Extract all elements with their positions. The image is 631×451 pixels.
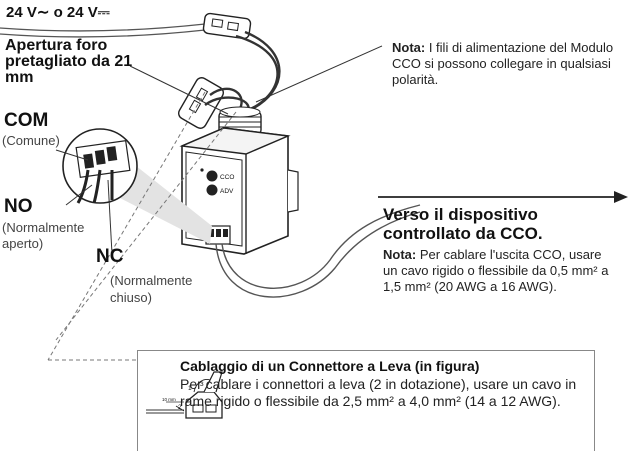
com-terminal-label: COM [4,110,49,131]
output-wiring-note: Nota: Per cablare l'uscita CCO, usare un… [383,247,618,295]
com-callout [55,149,89,161]
output-note-text: Per cablare l'uscita CCO, usare un cavo … [383,247,609,294]
com-terminal-description: (Comune) [2,133,60,148]
power-wire-2 [0,29,206,38]
power-lever-connector-left [178,77,224,129]
lever-step-2: 2 [178,404,182,411]
lever-connector-instructions: Per cablare i connettori a leva (2 in do… [180,376,577,409]
lever-connector-box [137,350,595,451]
nc-terminal-label: NC [96,246,124,267]
strip-length-label: 10 mm [162,397,176,402]
adv-led-label: ADV [220,188,234,195]
lever-step-1: 1 [188,385,192,392]
power-wire-1 [0,23,206,32]
power-note-prefix: Nota: [392,40,426,55]
lever-connector-illustration: 10 mm 1 2 3 [146,371,223,419]
no-terminal-description: (Normalmente aperto) [2,220,85,251]
output-destination-title: Verso il dispositivo controllato da CCO. [383,205,543,243]
no-terminal-label: NO [4,196,33,217]
magnify-shade [116,150,212,244]
power-lever-connector-top [202,12,252,40]
lever-connector-title: Cablaggio di un Connettore a Leva (in fi… [180,358,480,374]
power-note-callout [255,45,383,103]
nc-callout [107,179,113,255]
cco-led-label: CCO [220,174,234,181]
output-note-prefix: Nota: [383,247,417,262]
no-callout [65,184,93,206]
output-arrow-head [614,191,628,203]
output-wire-1 [221,204,421,289]
cco-module: CCO ADV [179,127,299,255]
terminal-magnifier [62,128,138,204]
output-wire-2 [215,211,421,298]
opening-callout [129,65,229,115]
power-note-text: I fili di alimentazione del Modulo CCO s… [392,40,614,87]
power-voltage-label: 24 V∼ o 24 V⎓ [6,4,110,21]
nc-terminal-description: (Normalmente chiuso) [110,273,193,305]
knockout-opening-label: Apertura foro pretagliato da 21 mm [5,37,133,86]
lever-step-3: 3 [200,381,204,388]
power-polarity-note: Nota: I fili di alimentazione del Modulo… [392,40,624,88]
